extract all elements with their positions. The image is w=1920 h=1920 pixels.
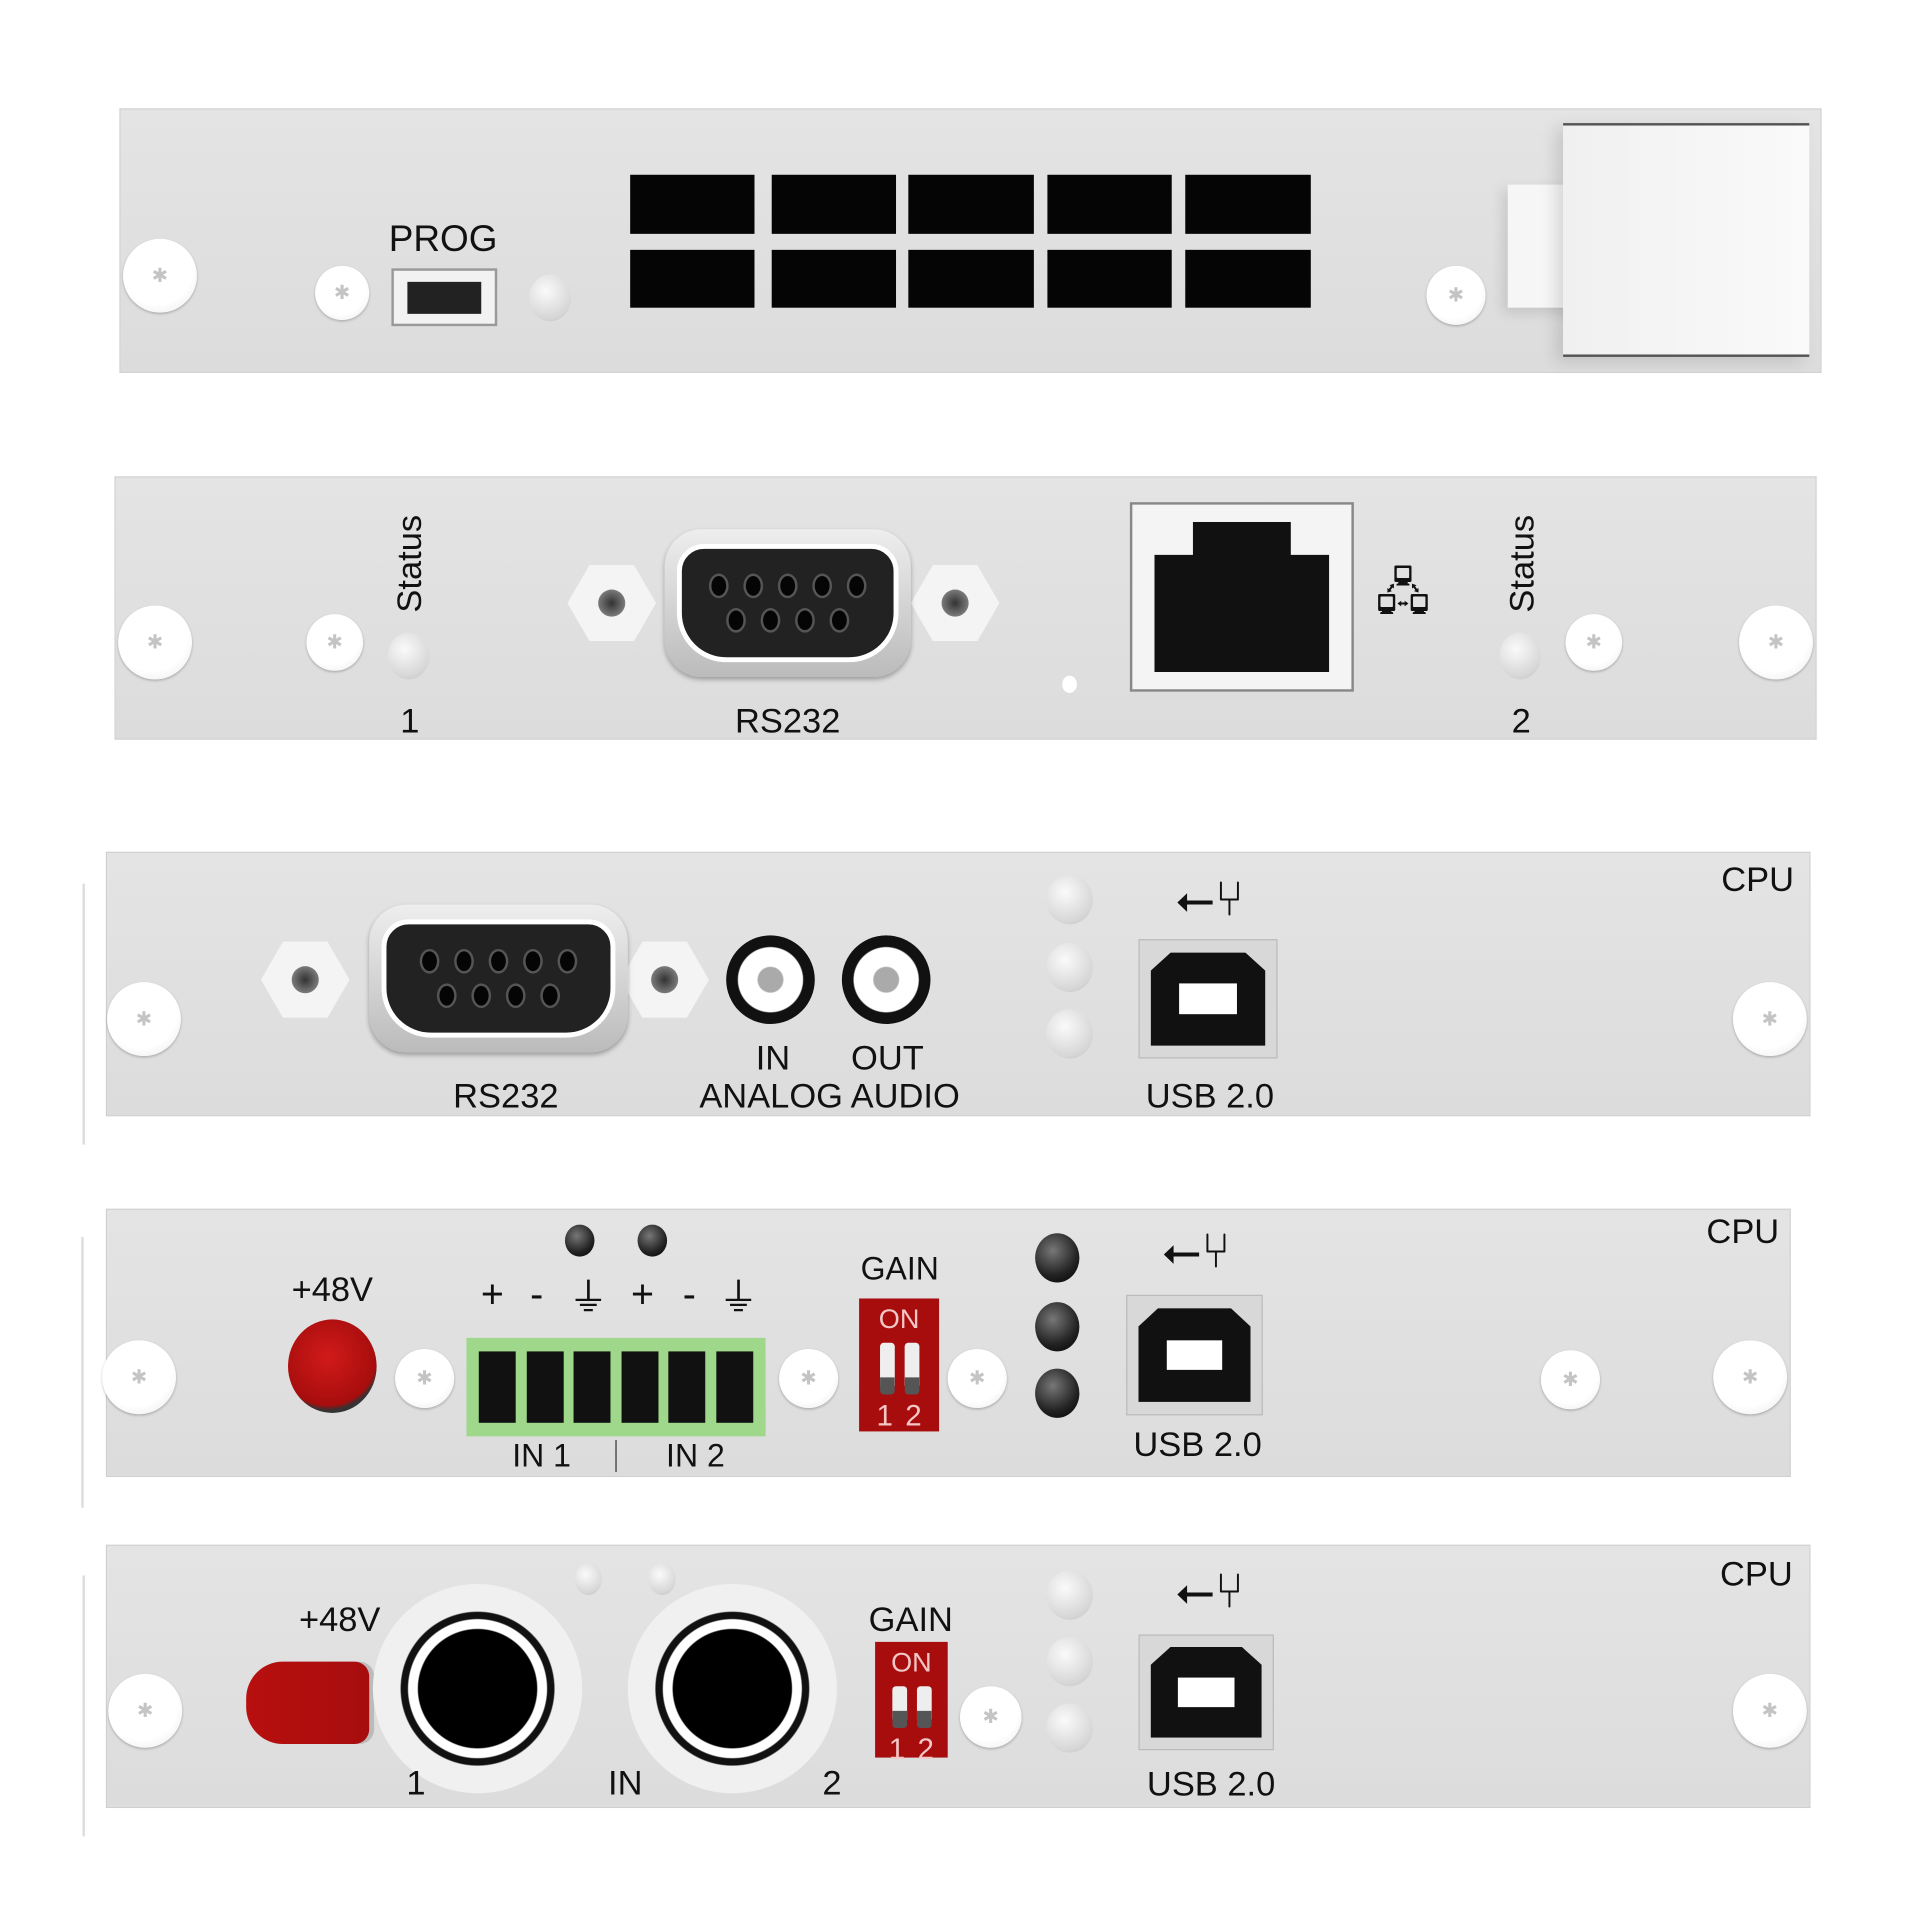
phantom-power-label: +48V bbox=[298, 1600, 381, 1639]
rs232-label: RS232 bbox=[735, 701, 841, 740]
status-led-2 bbox=[1499, 632, 1541, 680]
audio-in-jack[interactable] bbox=[726, 935, 815, 1025]
led-indicator bbox=[1046, 942, 1093, 993]
in-label: IN bbox=[608, 1763, 643, 1802]
screw-icon: ✱ bbox=[1732, 1673, 1807, 1748]
led-indicator bbox=[1035, 1368, 1080, 1418]
led-indicator bbox=[1046, 1703, 1093, 1753]
screw-icon: ✱ bbox=[1540, 1350, 1601, 1410]
screw-icon: ✱ bbox=[102, 1340, 177, 1415]
phantom-power-button[interactable] bbox=[246, 1661, 370, 1745]
cpu-label: CPU bbox=[1706, 1212, 1780, 1251]
status-led-1 bbox=[387, 632, 430, 680]
screw-icon: ✱ bbox=[108, 1673, 183, 1748]
phantom-power-button[interactable] bbox=[288, 1319, 377, 1413]
screw-icon: ✱ bbox=[779, 1348, 839, 1409]
xlr-jack-1[interactable] bbox=[372, 1584, 583, 1794]
rs232-port[interactable] bbox=[369, 904, 628, 1053]
in-label: IN bbox=[755, 1038, 791, 1077]
screw-icon: ✱ bbox=[395, 1348, 455, 1409]
screw-icon: ✱ bbox=[315, 265, 370, 321]
status-label-2: Status bbox=[1502, 514, 1541, 613]
screw-icon: ✱ bbox=[123, 238, 197, 313]
pull-handle[interactable] bbox=[1563, 123, 1810, 357]
analog-audio-label: ANALOG AUDIO bbox=[699, 1076, 960, 1116]
reset-hole[interactable] bbox=[1062, 675, 1077, 693]
edge-line bbox=[81, 1236, 84, 1508]
in2-label: IN 2 bbox=[666, 1436, 725, 1474]
led-indicator bbox=[529, 274, 572, 322]
screw-icon: ✱ bbox=[107, 982, 181, 1057]
led-indicator bbox=[574, 1563, 602, 1596]
led-indicator bbox=[1035, 1233, 1080, 1283]
screw-icon: ✱ bbox=[118, 605, 193, 680]
screw-icon: ✱ bbox=[1739, 605, 1813, 680]
cpu-label: CPU bbox=[1721, 860, 1794, 899]
audio-out-jack[interactable] bbox=[841, 935, 931, 1025]
gain-label: GAIN bbox=[868, 1600, 953, 1639]
screw-icon: ✱ bbox=[947, 1348, 1007, 1409]
led-indicator bbox=[648, 1563, 676, 1596]
xlr-jack-2[interactable] bbox=[627, 1584, 837, 1794]
out-label: OUT bbox=[851, 1038, 924, 1077]
led-indicator bbox=[1046, 1636, 1093, 1687]
ground-icon: ⏚ bbox=[568, 1275, 609, 1320]
dip-on-label: ON bbox=[891, 1646, 932, 1678]
screw-icon: ✱ bbox=[1565, 614, 1623, 671]
screw-icon: ✱ bbox=[1426, 265, 1486, 325]
usb-icon: ⭠⑂ bbox=[1161, 1224, 1231, 1279]
usb-icon: ⭠⑂ bbox=[1175, 1564, 1245, 1619]
usb-icon: ⭠⑂ bbox=[1175, 872, 1245, 927]
divider bbox=[615, 1440, 617, 1473]
terminal-symbol: + bbox=[480, 1272, 504, 1317]
in1-label: IN 1 bbox=[512, 1436, 571, 1474]
dip-number: 1 bbox=[888, 1732, 906, 1767]
screw-icon: ✱ bbox=[1732, 982, 1807, 1057]
dip-number: 2 bbox=[917, 1732, 935, 1767]
ground-icon: ⏚ bbox=[718, 1275, 759, 1320]
usb-label: USB 2.0 bbox=[1146, 1764, 1276, 1804]
screw-icon: ✱ bbox=[960, 1686, 1022, 1748]
prog-label: PROG bbox=[388, 219, 498, 260]
jack1-label: 1 bbox=[406, 1763, 426, 1802]
screw-icon: ✱ bbox=[306, 614, 364, 671]
led-number-1: 1 bbox=[400, 701, 420, 740]
mini-usb-port[interactable] bbox=[391, 268, 498, 327]
network-icon: 🖧 bbox=[1375, 566, 1431, 621]
led-indicator bbox=[564, 1224, 595, 1257]
rj45-port[interactable] bbox=[1129, 502, 1354, 692]
led-indicator bbox=[1046, 1009, 1093, 1059]
dip-on-label: ON bbox=[878, 1303, 920, 1335]
led-indicator bbox=[1046, 875, 1093, 925]
panel-balanced-audio bbox=[105, 1208, 1791, 1477]
gain-label: GAIN bbox=[860, 1249, 939, 1287]
dip-number: 1 bbox=[876, 1399, 893, 1433]
rs232-label: RS232 bbox=[453, 1076, 559, 1116]
rs232-port[interactable] bbox=[664, 529, 911, 677]
terminal-block-connector[interactable] bbox=[466, 1337, 766, 1437]
led-indicator bbox=[1035, 1302, 1080, 1352]
terminal-symbol: - bbox=[530, 1272, 544, 1317]
usb-label: USB 2.0 bbox=[1133, 1425, 1262, 1464]
cpu-label: CPU bbox=[1719, 1554, 1793, 1593]
phantom-power-label: +48V bbox=[291, 1270, 374, 1309]
usb-b-port[interactable] bbox=[1138, 1634, 1274, 1751]
screw-icon: ✱ bbox=[1713, 1340, 1788, 1415]
edge-line bbox=[82, 1575, 85, 1837]
usb-label: USB 2.0 bbox=[1145, 1076, 1275, 1116]
status-label-1: Status bbox=[390, 514, 429, 613]
led-number-2: 2 bbox=[1511, 701, 1531, 740]
led-indicator bbox=[637, 1224, 668, 1257]
terminal-symbol: + bbox=[630, 1272, 654, 1317]
edge-line bbox=[82, 883, 85, 1145]
terminal-symbol: - bbox=[682, 1272, 696, 1317]
usb-b-port[interactable] bbox=[1138, 939, 1278, 1059]
jack2-label: 2 bbox=[822, 1763, 842, 1802]
led-indicator bbox=[1046, 1570, 1093, 1620]
dip-number: 2 bbox=[905, 1399, 922, 1433]
usb-b-port[interactable] bbox=[1126, 1294, 1263, 1416]
